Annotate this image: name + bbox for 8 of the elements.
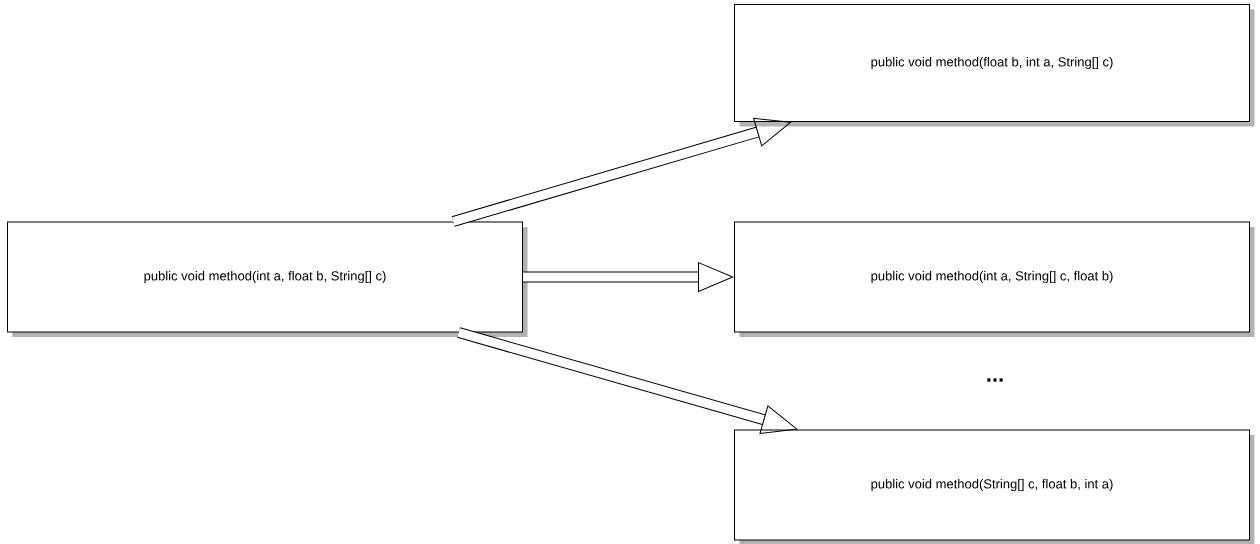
ellipsis: ... <box>987 378 1003 382</box>
block-arrow <box>451 117 791 227</box>
process-box: public void method(String[] c, float b, int a) <box>734 429 1255 544</box>
process-box: public void method(int a, String[] c, float b) <box>734 221 1255 337</box>
block-arrow <box>457 327 798 435</box>
process-box: public void method(int a, float b, String[] c) <box>7 221 528 337</box>
block-arrow <box>523 262 734 292</box>
process-box: public void method(float b, int a, String[] c) <box>734 4 1255 127</box>
